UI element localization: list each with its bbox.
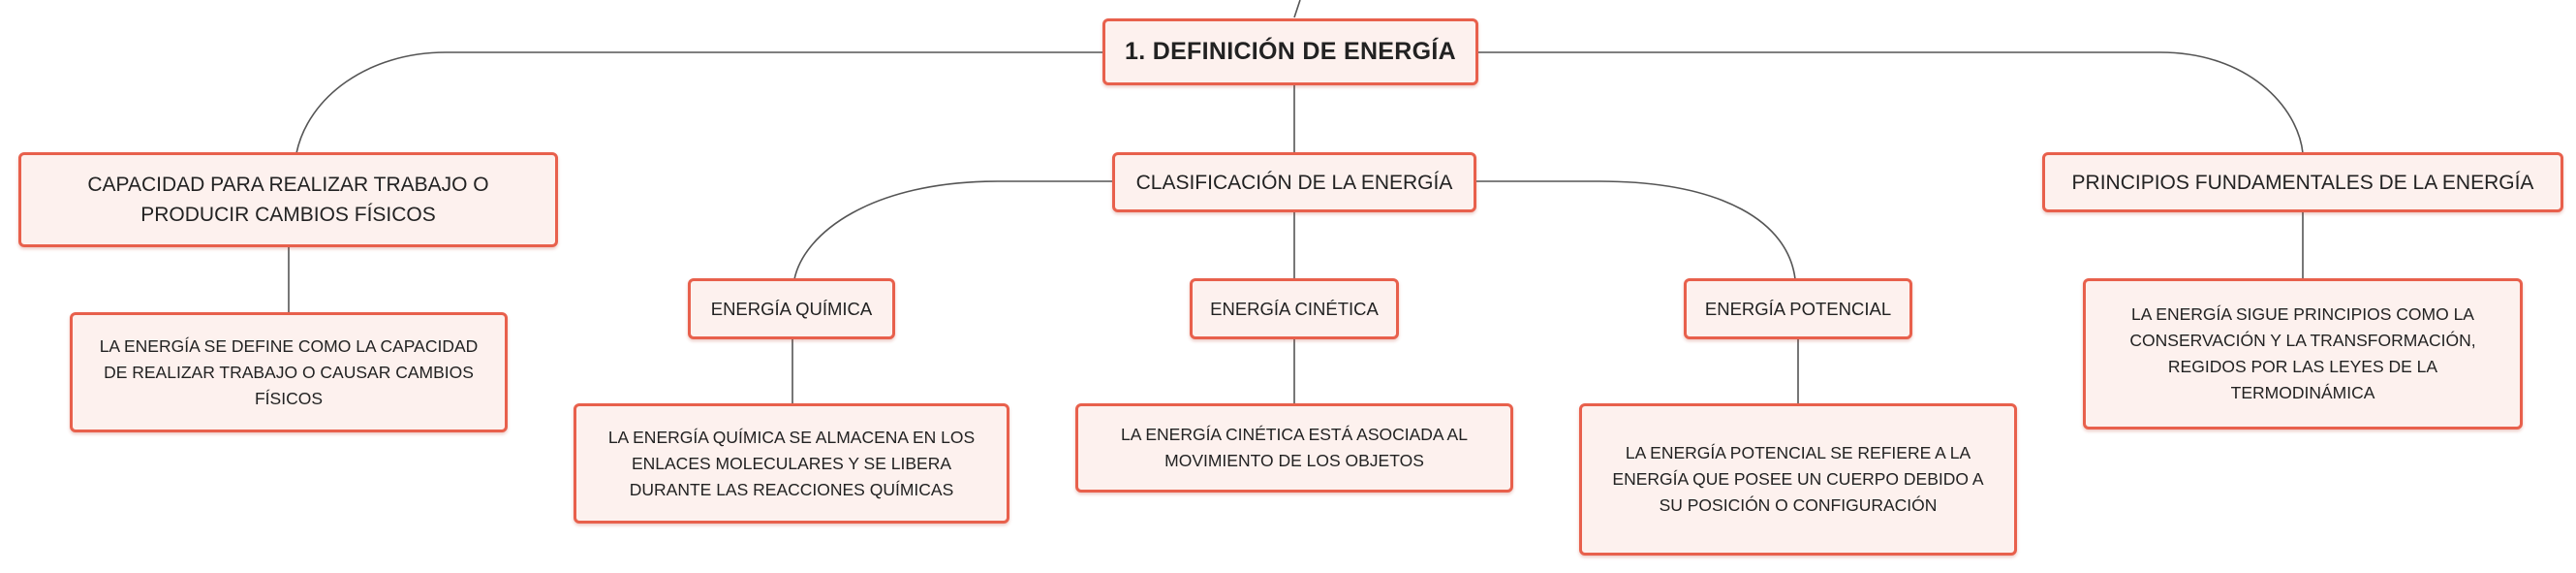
child-node-quimica[interactable]: ENERGÍA QUÍMICA (688, 278, 895, 339)
branch-node-principios[interactable]: PRINCIPIOS FUNDAMENTALES DE LA ENERGÍA (2042, 152, 2563, 212)
root-node[interactable]: 1. DEFINICIÓN DE ENERGÍA (1102, 18, 1478, 85)
branch-node-clasificacion-label: CLASIFICACIÓN DE LA ENERGÍA (1135, 171, 1453, 194)
detail-node-capacidad-label: LA ENERGÍA SE DEFINE COMO LA CAPACIDAD D… (99, 335, 479, 408)
branch-node-clasificacion[interactable]: CLASIFICACIÓN DE LA ENERGÍA (1112, 152, 1476, 212)
detail-node-quimica-label: LA ENERGÍA QUÍMICA SE ALMACENA EN LOS EN… (607, 427, 976, 499)
connector-root-principios (1476, 51, 2304, 154)
root-node-label: 1. DEFINICIÓN DE ENERGÍA (1125, 38, 1456, 65)
detail-node-principios[interactable]: LA ENERGÍA SIGUE PRINCIPIOS COMO LA CONS… (2083, 278, 2523, 430)
child-node-cinetica[interactable]: ENERGÍA CINÉTICA (1190, 278, 1399, 339)
connector-clasificacion-quimica (793, 180, 1114, 280)
detail-node-quimica[interactable]: LA ENERGÍA QUÍMICA SE ALMACENA EN LOS EN… (574, 403, 1009, 524)
child-node-potencial[interactable]: ENERGÍA POTENCIAL (1684, 278, 1912, 339)
connector-root-capacidad (295, 51, 1104, 154)
child-node-cinetica-label: ENERGÍA CINÉTICA (1210, 298, 1379, 319)
detail-node-potencial-label: LA ENERGÍA POTENCIAL SE REFIERE A LA ENE… (1612, 443, 1984, 515)
detail-node-cinetica-label: LA ENERGÍA CINÉTICA ESTÁ ASOCIADA AL MOV… (1121, 425, 1468, 470)
detail-node-capacidad[interactable]: LA ENERGÍA SE DEFINE COMO LA CAPACIDAD D… (70, 312, 508, 432)
detail-node-principios-label: LA ENERGÍA SIGUE PRINCIPIOS COMO LA CONS… (2129, 304, 2476, 402)
branch-node-principios-label: PRINCIPIOS FUNDAMENTALES DE LA ENERGÍA (2071, 171, 2534, 194)
branch-node-capacidad[interactable]: CAPACIDAD PARA REALIZAR TRABAJO O PRODUC… (18, 152, 558, 247)
child-node-quimica-label: ENERGÍA QUÍMICA (710, 298, 873, 319)
child-node-potencial-label: ENERGÍA POTENCIAL (1704, 298, 1892, 319)
detail-node-cinetica[interactable]: LA ENERGÍA CINÉTICA ESTÁ ASOCIADA AL MOV… (1075, 403, 1513, 493)
detail-node-potencial[interactable]: LA ENERGÍA POTENCIAL SE REFIERE A LA ENE… (1579, 403, 2017, 556)
branch-node-capacidad-label: CAPACIDAD PARA REALIZAR TRABAJO O PRODUC… (87, 174, 489, 226)
connector-clasificacion-potencial (1474, 180, 1796, 280)
connector-root-parent (1293, 0, 1301, 18)
